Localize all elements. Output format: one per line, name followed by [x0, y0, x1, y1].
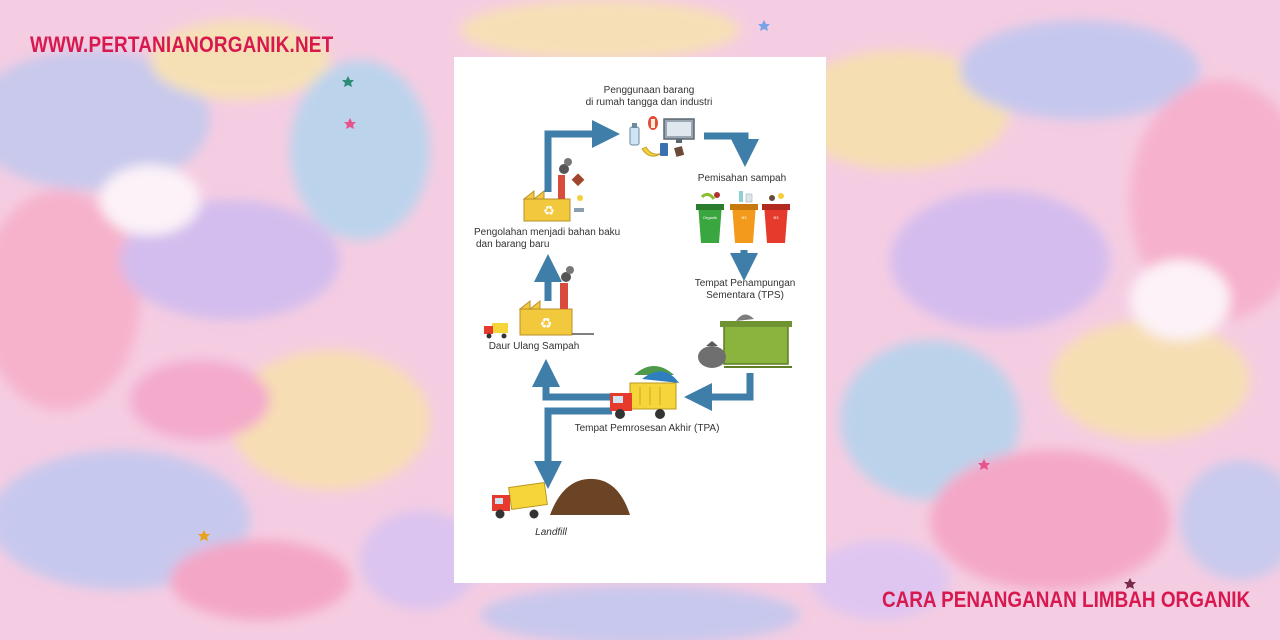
trash-bin-icon-red — [762, 204, 790, 243]
article-title: CARA PENANGANAN LIMBAH ORGANIK — [881, 587, 1250, 612]
banana-icon — [641, 146, 663, 157]
diagram-graphics: ♻ ♻ — [484, 116, 792, 519]
trash-bin-icon-orange — [730, 204, 758, 243]
label-landfill: Landfill — [535, 527, 567, 538]
phone-icon — [660, 143, 668, 156]
label-tps-line1: Tempat Penampungan — [694, 278, 796, 289]
arrow-usage-to-sorting — [704, 132, 759, 167]
label-processing-line1: Pengolahan menjadi bahan baku — [474, 227, 621, 238]
arrow-tpa-to-recycle — [532, 359, 612, 401]
bin-label-orange: B3 — [741, 215, 747, 220]
bin-label-green: Organik — [702, 215, 717, 220]
arrow-processing-to-usage — [544, 120, 620, 192]
label-recycle: Daur Ulang Sampah — [488, 341, 580, 352]
truck-icon-landfill — [492, 482, 548, 519]
sorting-bins — [696, 191, 790, 243]
trash-bin-icon-green — [696, 204, 724, 243]
bin-label-red: B3 — [773, 215, 779, 220]
label-usage-line1: Penggunaan barang — [603, 85, 695, 96]
soil-pile-icon — [550, 478, 630, 515]
computer-icon — [663, 118, 695, 143]
factory-icon-processing: ♻ — [522, 158, 585, 222]
bottle-icon — [629, 123, 640, 146]
garbage-bag-icon — [698, 341, 726, 368]
arrow-tps-to-tpa — [684, 373, 754, 411]
label-sorting: Pemisahan sampah — [697, 173, 787, 184]
container-icon — [720, 314, 792, 368]
arrow-tpa-to-landfill — [534, 407, 612, 489]
truck-icon-tpa — [610, 366, 679, 419]
site-url[interactable]: WWW.PERTANIANORGANIK.NET — [30, 32, 334, 57]
label-usage-line2: di rumah tangga dan industri — [585, 97, 713, 108]
label-tpa: Tempat Pemrosesan Akhir (TPA) — [574, 423, 720, 434]
label-tps-line2: Sementara (TPS) — [706, 290, 784, 301]
factory-icon-recycle: ♻ — [518, 266, 594, 336]
recycle-icon: ♻ — [540, 316, 553, 332]
label-processing-line2: dan barang baru — [476, 239, 550, 250]
household-items — [629, 116, 695, 157]
flow-arrows — [532, 120, 759, 489]
cup-icon — [674, 146, 685, 157]
apple-core-icon — [648, 116, 658, 130]
svg-text:♻: ♻ — [543, 204, 555, 219]
sorted-waste-icons — [700, 191, 784, 203]
waste-cycle-diagram: ♻ ♻ Penggunaan barang di rumah tangga da… — [454, 57, 826, 583]
truck-icon-small — [484, 323, 508, 339]
star-icon — [344, 118, 990, 470]
